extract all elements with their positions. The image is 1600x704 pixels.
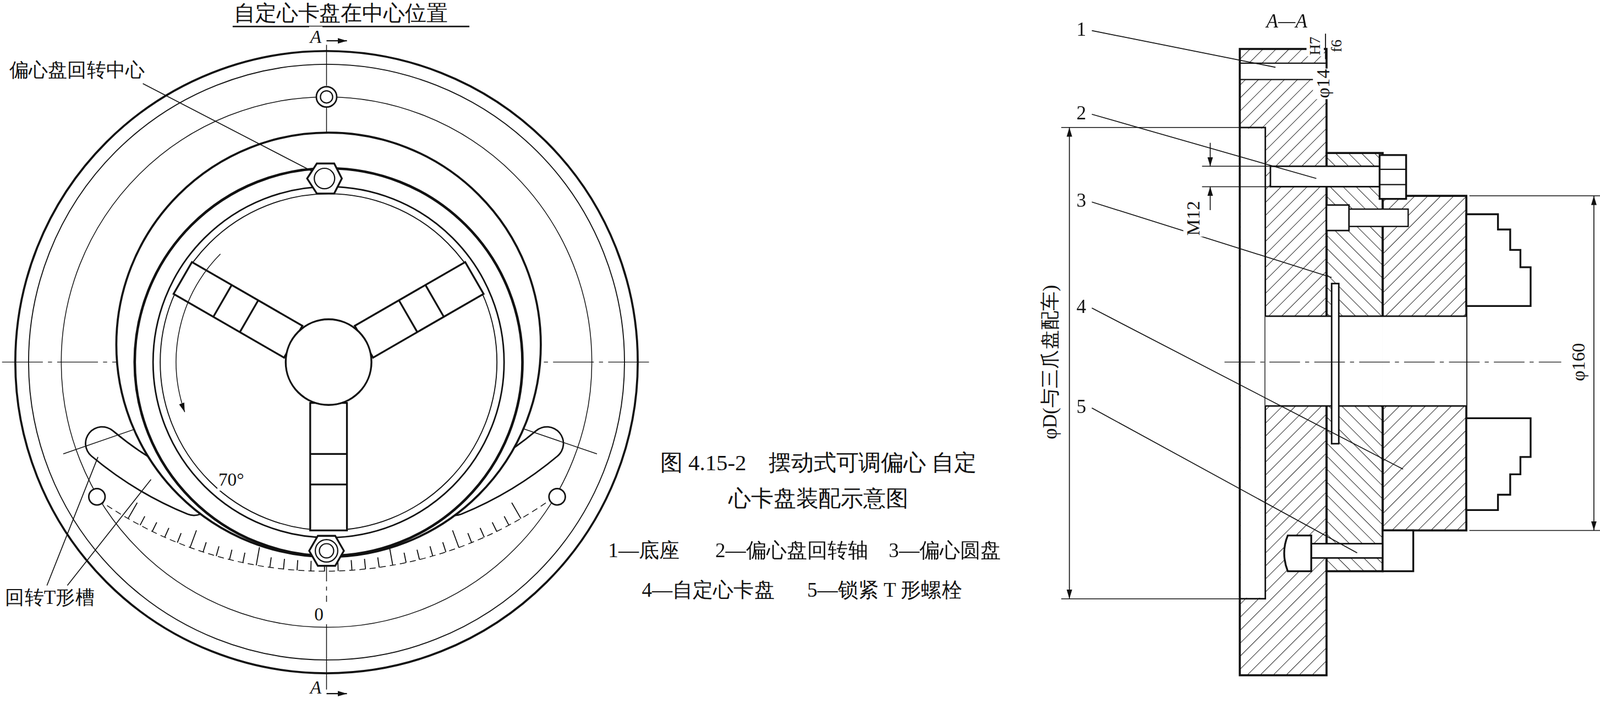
parts-list-item: 2—偏心盘回转轴 [714,538,870,563]
scale-tick [140,516,146,526]
section-title: A—A [1265,10,1309,34]
scale-tick [216,546,219,557]
callout-number: 3 [1075,189,1088,213]
scale-zero: 0 [313,604,325,626]
scale-tick [403,552,407,563]
scale-tick [351,560,352,571]
scale-tick [377,557,380,568]
scale-tick [310,561,312,572]
section-mark: A [309,26,323,48]
parts-list-item: 3—偏心圆盘 [888,538,1003,563]
scale-tick [229,549,232,560]
scale-tick [480,528,485,538]
scale-tick [417,549,420,560]
parts-list-item: 5—锁紧 T 形螺栓 [806,578,963,603]
scale-tick [297,560,298,571]
scale-tick [364,559,366,570]
scale-tick [467,533,472,543]
callout-number: 2 [1075,101,1088,125]
figure-caption: 图 4.15-2 摆动式可调偏心 自定心卡盘装配示意图 [649,445,989,518]
scale-tick [389,547,393,566]
scale-tick [511,502,522,519]
fit-tolerance: H7 [1306,35,1325,57]
dimension-text: φD(与三爪盘配车) [1038,283,1062,441]
callout-number: 4 [1075,296,1088,319]
scale-tick [190,530,197,548]
parts-list-item: 1—底座 [606,538,681,563]
view-heading: 自定心卡盘在中心位置 [232,1,449,26]
scale-tick [503,516,509,526]
scale-tick [177,533,182,543]
callout-number: 5 [1075,396,1088,419]
scale-tick [256,547,260,566]
part-label: 偏心盘回转中心 [8,59,146,82]
scale-tick [164,528,169,538]
scale-tick [452,530,459,548]
scale-tick [283,559,285,570]
scale-tick [442,542,447,553]
part-label: 回转T形槽 [3,586,96,610]
dimension-text: M12 [1183,199,1205,237]
scale-tick [203,542,207,553]
scale-tick [269,557,272,568]
angle-dimension: 70° [217,469,245,491]
scale-tick [492,522,497,533]
fit-tolerance: f6 [1328,38,1346,54]
section-mark: A [309,677,323,699]
dimension-text: φ14 [1312,68,1334,100]
dimension-text: φ160 [1568,342,1589,383]
scale-tick [152,522,157,533]
scale-tick [430,546,434,557]
parts-list-item: 4—自定心卡盘 [640,578,776,603]
callout-number: 1 [1075,18,1088,41]
scale-tick [242,552,245,563]
scale-tick [128,502,138,519]
